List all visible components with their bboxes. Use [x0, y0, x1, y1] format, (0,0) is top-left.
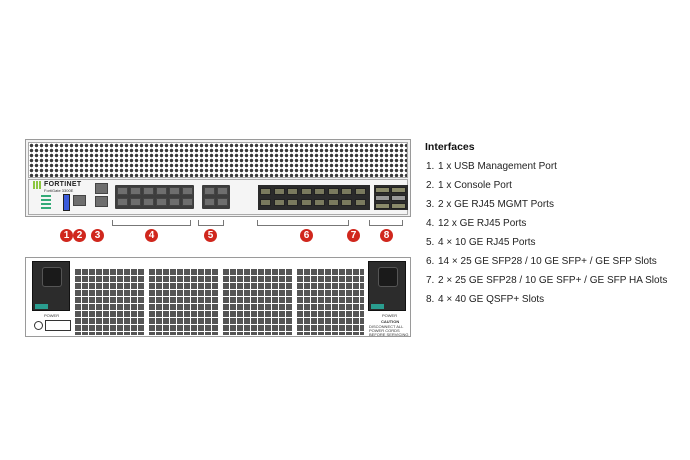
interfaces-list: 1.1 x USB Management Port 2.1 x Console …: [426, 161, 667, 313]
power-inlet-icon: [42, 267, 62, 287]
callout-2: 2: [73, 229, 86, 242]
interfaces-title: Interfaces: [425, 141, 475, 153]
list-item: 1.1 x USB Management Port: [426, 161, 557, 172]
front-panel: FORTINET FortiGate 3300E: [25, 139, 411, 217]
list-item: 7.2 × 25 GE SFP28 / 10 GE SFP+ / GE SFP …: [426, 275, 668, 286]
bracket-10ge: [198, 220, 224, 226]
console-port[interactable]: [73, 195, 86, 206]
ge-rj45-ports[interactable]: [115, 185, 194, 209]
caution-warning: DISCONNECT ALL POWER CORDS BEFORE SERVIC…: [369, 324, 409, 337]
qsfp-slots[interactable]: [374, 185, 408, 210]
list-item: 6.14 × 25 GE SFP28 / 10 GE SFP+ / GE SFP…: [426, 256, 657, 267]
rear-panel: POWER POWER CAUTION DISCONNECT ALL POWER…: [25, 257, 411, 337]
front-vent: [28, 142, 408, 178]
mgmt-ports[interactable]: [95, 183, 108, 208]
psu-release-tab: [371, 304, 384, 309]
status-leds: [41, 195, 51, 211]
rear-fan-grille-3: [222, 268, 293, 335]
ground-terminal-icon: [34, 321, 43, 330]
callout-1: 1: [60, 229, 73, 242]
list-item: 2.1 x Console Port: [426, 180, 512, 191]
10ge-rj45-ports[interactable]: [202, 185, 230, 209]
rear-fan-grille-1: [74, 268, 145, 335]
power-supply-left: [32, 261, 70, 311]
sfp28-slots[interactable]: [258, 185, 370, 210]
power-label-left: POWER: [44, 313, 60, 318]
bracket-ge-rj45: [112, 220, 191, 226]
power-inlet-icon: [378, 267, 398, 287]
bracket-qsfp: [369, 220, 403, 226]
list-item: 3.2 x GE RJ45 MGMT Ports: [426, 199, 554, 210]
power-label-right: POWER: [382, 313, 398, 318]
callout-8: 8: [380, 229, 393, 242]
list-item: 8.4 × 40 GE QSFP+ Slots: [426, 294, 545, 305]
front-io-panel: FORTINET FortiGate 3300E: [28, 179, 408, 215]
ha-slot[interactable]: [354, 199, 366, 206]
ground-lugs: [45, 320, 71, 331]
ha-slot[interactable]: [354, 188, 366, 195]
list-item: 5.4 × 10 GE RJ45 Ports: [426, 237, 536, 248]
rear-fan-grille-4: [296, 268, 364, 335]
model-label: FortiGate 3300E: [44, 188, 74, 193]
rear-fan-grille-2: [148, 268, 219, 335]
callout-5: 5: [204, 229, 217, 242]
callout-3: 3: [91, 229, 104, 242]
bracket-sfp28: [257, 220, 349, 226]
callout-6: 6: [300, 229, 313, 242]
callout-7: 7: [347, 229, 360, 242]
callout-4: 4: [145, 229, 158, 242]
usb-port[interactable]: [63, 194, 70, 211]
brand-logo: FORTINET: [44, 181, 82, 188]
list-item: 4.12 x GE RJ45 Ports: [426, 218, 527, 229]
fortinet-logo-icon: [33, 181, 42, 189]
power-supply-right: [368, 261, 406, 311]
caution-label: CAUTION: [381, 319, 400, 324]
psu-release-tab: [35, 304, 48, 309]
